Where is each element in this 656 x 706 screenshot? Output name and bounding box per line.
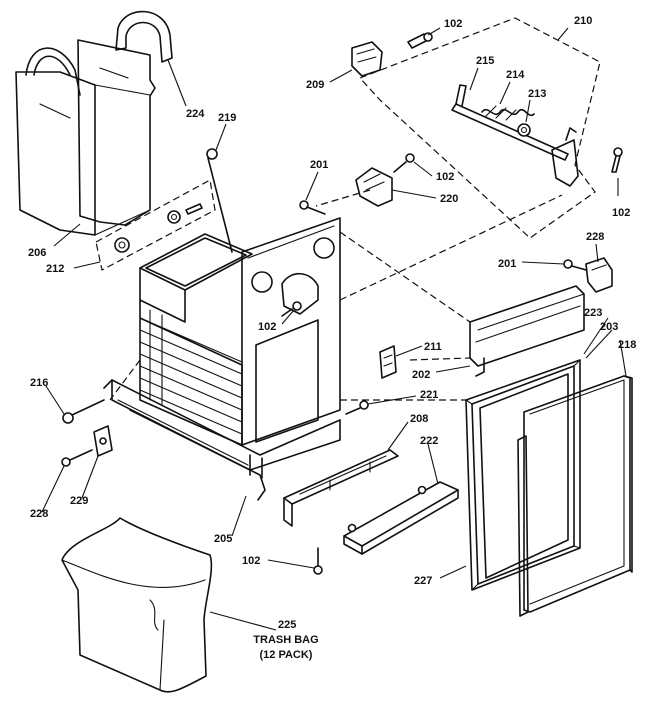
callout-202: 202 (412, 369, 430, 381)
dashed-group-212 (95, 179, 216, 271)
part-225-trash-bag (61, 517, 213, 693)
callout-labels: 102 210 209 215 214 213 224 219 201 102 … (28, 15, 636, 631)
alignment-lines (109, 189, 563, 401)
part-224-handle (115, 10, 173, 63)
callout-102-bottom: 102 (242, 555, 260, 567)
part-229-latch (93, 425, 113, 457)
part-221-screw (345, 400, 369, 415)
callout-216: 216 (30, 377, 48, 389)
part-222-foot-pedal (343, 481, 459, 555)
part-rod-end-bracket (551, 127, 579, 187)
callout-220: 220 (440, 193, 458, 205)
callout-215: 215 (476, 55, 494, 67)
callout-201-a: 201 (310, 159, 328, 171)
part-227-door-frame (465, 359, 581, 591)
callout-218: 218 (618, 339, 636, 351)
callout-211: 211 (424, 341, 442, 353)
callout-221: 221 (420, 389, 438, 401)
part-201-screw-b (563, 259, 587, 271)
part-201-screw-a (299, 200, 326, 215)
part-215-rod (451, 84, 569, 161)
callout-224: 224 (186, 108, 205, 120)
callout-102-back: 102 (258, 321, 276, 333)
part-211-clip (379, 345, 397, 379)
part-102-screw-top (407, 32, 433, 49)
callout-228-right: 228 (586, 231, 604, 243)
part-206-bag-holder (15, 39, 156, 236)
leader-lines (41, 27, 627, 631)
callout-227: 227 (414, 575, 432, 587)
part-209-bracket (351, 41, 383, 77)
part-212-knob (114, 237, 130, 253)
callout-219: 219 (218, 112, 236, 124)
callout-102-mid: 102 (436, 171, 454, 183)
part-102-screw-right (611, 147, 623, 173)
part-102-screw-back (281, 301, 302, 317)
part-102-screw-mid (393, 153, 415, 173)
part-228-bracket-right (585, 257, 613, 293)
callout-102-top: 102 (444, 18, 462, 30)
callout-210: 210 (574, 15, 592, 27)
callout-229: 229 (70, 495, 88, 507)
callout-214: 214 (506, 69, 525, 81)
part-213-washer (517, 123, 531, 137)
part-218-door-panel (523, 375, 633, 613)
part-203-gasket (517, 435, 529, 617)
trash-bag-caption-line1: TRASH BAG (253, 634, 318, 646)
callout-222: 222 (420, 435, 438, 447)
callout-223: 223 (584, 307, 602, 319)
trash-bag-caption-line2: (12 PACK) (260, 649, 313, 661)
part-228-screw-left (61, 449, 93, 467)
part-205-cabinet-frame (103, 217, 341, 501)
callout-213: 213 (528, 88, 546, 100)
dashed-group-210 (358, 17, 601, 239)
callout-209: 209 (306, 79, 324, 91)
callout-225: 225 (278, 619, 296, 631)
part-202-door-top-rail (469, 285, 585, 377)
part-214-spring (481, 105, 535, 121)
callout-102-right: 102 (612, 207, 630, 219)
part-220-bracket (355, 167, 393, 207)
part-212-nut (167, 203, 203, 224)
callout-208: 208 (410, 413, 428, 425)
callout-203: 203 (600, 321, 618, 333)
callout-228-left: 228 (30, 508, 48, 520)
part-216-screw (62, 399, 105, 424)
part-102-screw-bottom (313, 547, 323, 575)
callout-206: 206 (28, 247, 46, 259)
callout-205: 205 (214, 533, 232, 545)
part-219-screw (206, 148, 233, 253)
callout-201-b: 201 (498, 258, 516, 270)
callout-212: 212 (46, 263, 64, 275)
part-208-kick-plate (283, 449, 399, 527)
